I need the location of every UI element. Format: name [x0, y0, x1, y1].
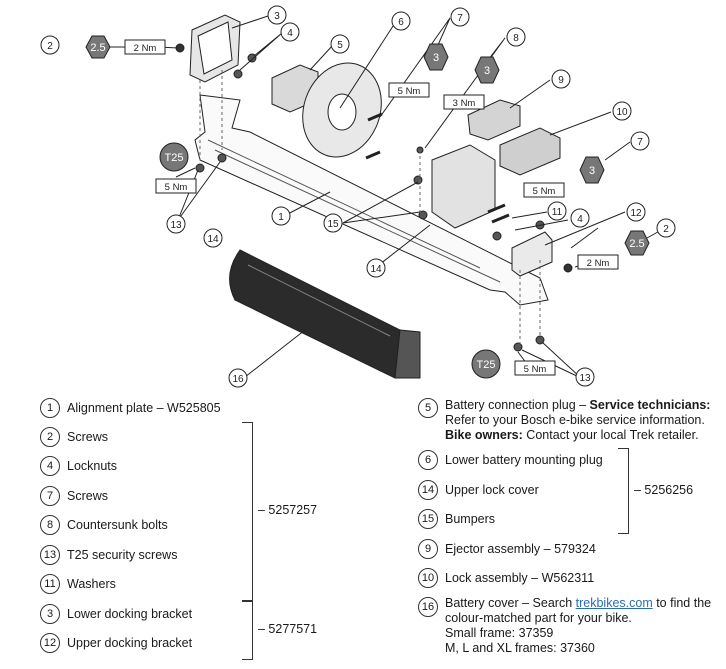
callout-5: 5	[337, 40, 343, 51]
legend-num: 6	[418, 450, 438, 470]
upper-lock-cover	[431, 144, 496, 229]
callout-10: 10	[616, 107, 628, 118]
callout-2: 2	[663, 224, 669, 235]
legend-text: Alignment plate – W525805	[67, 401, 221, 415]
torque-label: 3 Nm	[453, 98, 476, 109]
legend-text: Upper docking bracket	[67, 636, 193, 650]
legend-num: 13	[40, 545, 60, 565]
legend-num: 9	[418, 539, 438, 559]
legend-text: Upper lock cover	[445, 483, 539, 497]
lock-assembly	[499, 127, 561, 176]
legend-num: 16	[418, 597, 438, 617]
callout-6: 6	[398, 17, 404, 28]
upper-docking-bracket	[511, 231, 553, 277]
hex-label: 3	[484, 65, 490, 77]
torque-label: 5 Nm	[165, 182, 188, 193]
legend-item5-line1: Battery connection plug – Service techni…	[445, 398, 711, 412]
callout-14: 14	[370, 264, 382, 275]
legend-text: Washers	[67, 577, 116, 591]
legend-text: Screws	[67, 430, 108, 444]
callout-16: 16	[232, 374, 244, 385]
trekbikes-link[interactable]: trekbikes.com	[575, 596, 653, 610]
legend-text: Lower docking bracket	[67, 607, 193, 621]
legend-num: 3	[40, 604, 60, 624]
bracket-group-2	[242, 600, 253, 660]
hex-label: 2.5	[629, 238, 644, 250]
callout-13: 13	[579, 373, 591, 384]
legend-num: 5	[418, 398, 438, 418]
exploded-diagram: 2.5 3 3 3 2.5 T25 T25 2 Nm 5 Nm 3 Nm 5 N…	[40, 5, 676, 388]
legend-text: Bumpers	[445, 512, 496, 526]
legend-num: 1	[40, 398, 60, 418]
legend-num: 15	[418, 509, 438, 529]
alignment-plate	[194, 94, 549, 306]
callout-14: 14	[207, 234, 219, 245]
callout-2: 2	[47, 41, 53, 52]
legend-num: 14	[418, 480, 438, 500]
legend-num: 11	[40, 574, 60, 594]
t25-label: T25	[477, 359, 496, 371]
hex-label: 2.5	[90, 42, 105, 54]
callout-11: 11	[552, 207, 563, 218]
callout-12: 12	[630, 208, 642, 219]
torque-label: 5 Nm	[398, 86, 421, 97]
legend-item16-line2: colour-matched part for your bike.	[445, 611, 632, 625]
hex-label: 3	[433, 52, 439, 64]
legend-text: Locknuts	[67, 459, 118, 473]
callout-13: 13	[170, 220, 182, 231]
callout-1: 1	[278, 212, 284, 223]
hex-label: 3	[589, 165, 595, 177]
callout-15: 15	[327, 219, 339, 230]
legend-item16-line3: Small frame: 37359	[445, 626, 554, 640]
callout-4: 4	[287, 28, 293, 39]
legend-num: 8	[40, 515, 60, 535]
group1-code: – 5257257	[258, 503, 318, 517]
torque-label: 2 Nm	[587, 258, 610, 269]
torque-label: 2 Nm	[134, 43, 157, 54]
battery-cover	[229, 249, 401, 379]
bracket-group-1	[242, 422, 253, 602]
callout-9: 9	[558, 75, 564, 86]
torque-label: 5 Nm	[533, 186, 556, 197]
legend-num: 2	[40, 427, 60, 447]
legend-text: Lock assembly – W562311	[445, 571, 595, 585]
callout-7: 7	[457, 13, 463, 24]
legend-num: 4	[40, 456, 60, 476]
callout-8: 8	[513, 33, 519, 44]
ejector-assembly	[467, 99, 521, 141]
torque-label: 5 Nm	[524, 364, 547, 375]
callout-3: 3	[274, 11, 280, 22]
legend-item16-line4: M, L and XL frames: 37360	[445, 641, 595, 655]
legend-item16-line1: Battery cover – Search trekbikes.com to …	[445, 596, 712, 610]
t25-label: T25	[165, 152, 184, 164]
legend-text: T25 security screws	[67, 548, 178, 562]
legend-num: 12	[40, 633, 60, 653]
callout-7: 7	[637, 137, 643, 148]
callout-4: 4	[577, 214, 583, 225]
legend-num: 7	[40, 486, 60, 506]
legend-text: Countersunk bolts	[67, 518, 168, 532]
group2-code: – 5277571	[258, 622, 318, 636]
legend-text: Screws	[67, 489, 108, 503]
legend-text: Ejector assembly – 579324	[445, 542, 596, 556]
group3-code: – 5256256	[634, 483, 694, 497]
bracket-group-3	[618, 448, 629, 534]
legend-num: 10	[418, 568, 438, 588]
legend-right: 5 Battery connection plug – Service tech…	[418, 398, 718, 663]
legend-item5-line2: Refer to your Bosch e-bike service infor…	[445, 413, 705, 427]
legend-item5-line3: Bike owners: Contact your local Trek ret…	[445, 428, 699, 442]
legend-text: Lower battery mounting plug	[445, 453, 603, 467]
